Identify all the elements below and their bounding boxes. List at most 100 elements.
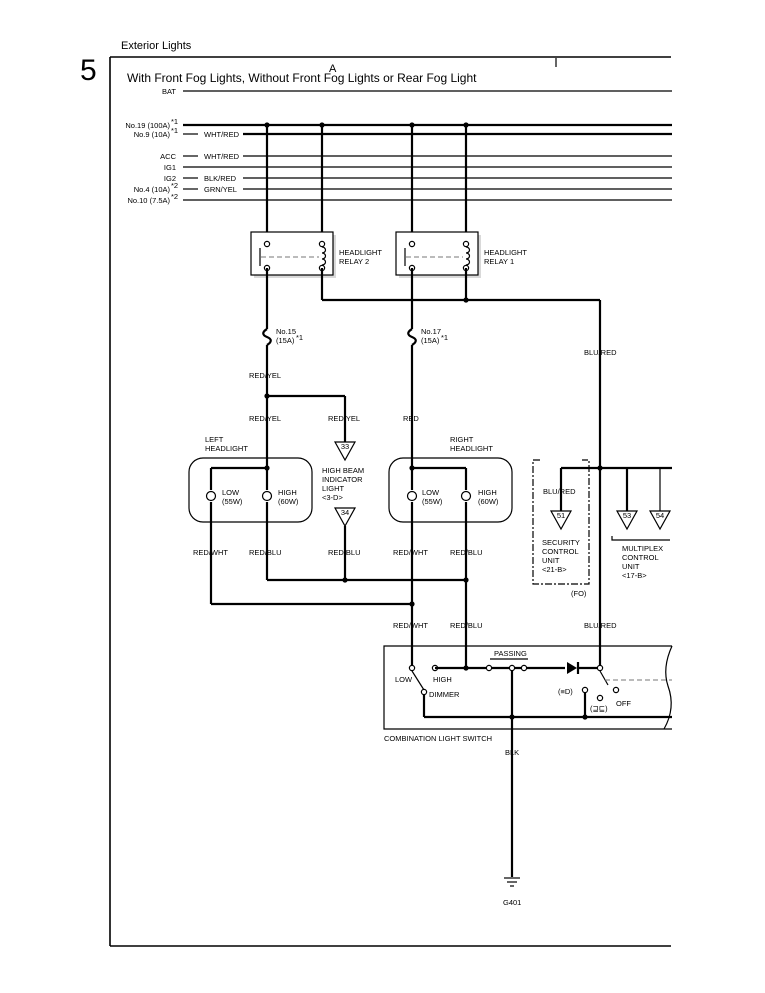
multiplex-label-2: CONTROL [622,553,659,562]
rail-acc-label: ACC [160,152,176,161]
right-high-label: HIGH [478,488,497,497]
wire-label-red-yel-1: RED/YEL [249,371,281,380]
indicator-pin-34-icon [333,507,357,528]
switch-common-terminal [596,664,604,672]
rail-bat-label: BAT [162,87,176,96]
rail-no19-note: *1 [171,117,178,126]
diode-icon [567,662,577,674]
rail-acc-wire: WHT/RED [204,152,240,161]
multiplex-pin-54-icon [648,510,672,531]
dimmer-terminal [420,688,428,696]
wire-label-red-wht-2: RED/WHT [393,548,428,557]
right-headlight-label-1: RIGHT [450,435,474,444]
indicator-label-3: LIGHT [322,484,345,493]
power-rails: BAT No.19 (100A) *1 No.9 (10A) *1 WHT/RE… [125,87,672,205]
indicator-label-1: HIGH BEAM [322,466,364,475]
high-beam-indicator: 33 HIGH BEAM INDICATOR LIGHT <3-D> 34 RE… [322,441,364,580]
wire-label-blu-red-1: BLU/RED [584,348,617,357]
junction-high-indicator [342,577,348,583]
indicator-label-2: INDICATOR [322,475,363,484]
passing-label: PASSING [494,649,527,658]
grid-marker-a: A [329,63,337,75]
relay-control-wires: BLU/RED [320,268,617,668]
left-high-label: HIGH [278,488,297,497]
relay1-terminal [462,240,470,248]
wire-label-red-wht-3: RED/WHT [393,621,428,630]
relay2-terminal [263,240,271,248]
wire-label-red: RED [403,414,419,423]
headlight-feed-wires: No.15 (15A) *1 RED/YEL RED/YEL RED/YEL N… [249,268,448,468]
switch-parking-terminal [596,694,604,702]
relay2-terminal [318,240,326,248]
wire-label-blk: BLK [505,748,519,757]
left-headlight-housing [188,457,313,523]
relay2-coil-icon [321,246,327,266]
multiplex-label-1: MULTIPLEX [622,544,663,553]
relay1-coil-icon [465,246,471,266]
dimmer-lever [411,670,425,691]
switch-high-label: HIGH [433,675,452,684]
fuse17-label: No.17 [421,327,441,336]
fuse17-note: *1 [441,333,448,342]
off-position-label: OFF [616,699,631,708]
headlight-relay-1: HEADLIGHT RELAY 1 [395,231,527,278]
wire-label-red-blu-4: RED/BLU [450,621,483,630]
wire-label-blu-red-3: BLU/RED [584,621,617,630]
junction-low-right [409,601,415,607]
junction-high-right [463,577,469,583]
left-headlight: LEFT HEADLIGHT LOW (55W) HIGH (60W) RED/… [188,435,313,604]
passing-terminal [508,664,516,672]
multiplex-control-unit: 53 54 MULTIPLEX CONTROL UNIT <17-B> BLU/… [584,468,672,630]
indicator-ref: <3-D> [322,493,343,502]
passing-terminal [485,664,493,672]
switch-name: COMBINATION LIGHT SWITCH [384,734,492,743]
left-high-watt: (60W) [278,497,299,506]
wire-label-red-wht-1: RED/WHT [193,548,228,557]
ground-g401: BLK G401 [503,717,521,907]
switch-housing [383,645,672,730]
wire-label-blu-red-2: BLU/RED [543,487,576,496]
headlight-position-label: (≡D) [558,687,573,696]
rail-no4-label: No.4 (10A) [134,185,171,194]
wire-label-red-blu-1: RED/BLU [249,548,282,557]
relay1-label-2: RELAY 1 [484,257,514,266]
security-ref: <21-B> [542,565,567,574]
passing-terminal [520,664,528,672]
multiplex-brace [611,536,670,541]
right-high-bulb-icon [460,490,472,502]
fuse15-note: *1 [296,333,303,342]
security-unit-boundary [532,459,590,585]
rail-ig1-label: IG1 [164,163,176,172]
multiplex-label-3: UNIT [622,562,640,571]
rail-no4-note: *2 [171,181,178,190]
left-high-bulb-icon [261,490,273,502]
indicator-pin-33-icon [333,441,357,462]
security-control-unit: BLU/RED 51 SECURITY CONTROL UNIT <21-B> … [532,459,672,598]
fuse15-rating: (15A) [276,336,295,345]
ground-label: G401 [503,898,521,907]
junction-coil-bus [463,297,469,303]
security-label-1: SECURITY [542,538,580,547]
security-pin-icon [549,510,573,531]
wire-label-red-blu-3: RED/BLU [450,548,483,557]
page-header: 5 Exterior Lights A With Front Fog Light… [80,40,557,87]
switch-off-terminal [612,686,620,694]
multiplex-ref: <17-B> [622,571,647,580]
security-label-2: CONTROL [542,547,579,556]
section-title: Exterior Lights [121,40,192,52]
switch-low-terminal [408,664,416,672]
page-frame [109,56,671,947]
parking-position-label: (⊒⊑) [590,704,608,713]
security-pin: 51 [557,511,565,520]
rail-no9-wire: WHT/RED [204,130,240,139]
right-low-bulb-icon [406,490,418,502]
rail-no10-label: No.10 (7.5A) [127,196,170,205]
relay2-label-1: HEADLIGHT [339,248,382,257]
right-high-watt: (60W) [478,497,499,506]
rail-ig2-label: IG2 [164,174,176,183]
rail-ig2-wire: BLK/RED [204,174,237,183]
junction-headlight-ground [582,714,588,720]
fuse-no15-icon [262,328,272,346]
diagram-title: With Front Fog Lights, Without Front Fog… [127,71,477,85]
